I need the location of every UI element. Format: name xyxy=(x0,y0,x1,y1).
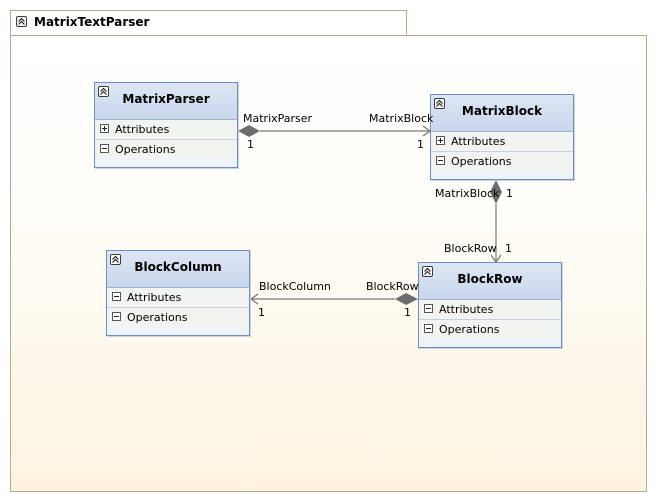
class-matrix-parser[interactable]: MatrixParser Attributes Operations xyxy=(94,82,238,168)
class-block-row[interactable]: BlockRow Attributes Operations xyxy=(418,262,562,348)
collapse-minus-icon[interactable] xyxy=(424,304,433,313)
multiplicity-label: 1 xyxy=(247,138,254,151)
role-label-block-row: BlockRow xyxy=(444,242,497,255)
section-label: Attributes xyxy=(451,135,506,148)
multiplicity-label: 1 xyxy=(505,242,512,255)
operations-section[interactable]: Operations xyxy=(107,308,249,327)
section-label: Attributes xyxy=(115,123,170,136)
composition-diamond-icon xyxy=(395,293,418,305)
role-label-matrix-parser: MatrixParser xyxy=(243,112,313,125)
operations-section[interactable]: Operations xyxy=(431,152,573,171)
collapse-icon[interactable] xyxy=(422,266,433,277)
collapse-icon[interactable] xyxy=(98,86,109,97)
operations-section[interactable]: Operations xyxy=(95,140,237,159)
class-header: BlockColumn xyxy=(107,251,249,288)
composition-diamond-icon xyxy=(490,180,502,204)
arrow-head-icon xyxy=(249,293,259,305)
multiplicity-label: 1 xyxy=(258,306,265,319)
package-collapse-icon[interactable] xyxy=(16,16,27,27)
section-label: Operations xyxy=(439,323,500,336)
attributes-section[interactable]: Attributes xyxy=(431,132,573,152)
multiplicity-label: 1 xyxy=(417,138,424,151)
class-block-column[interactable]: BlockColumn Attributes Operations xyxy=(106,250,250,336)
section-label: Operations xyxy=(115,143,176,156)
class-header: MatrixParser xyxy=(95,83,237,120)
class-name: MatrixBlock xyxy=(461,104,543,118)
class-name: MatrixParser xyxy=(122,92,210,106)
collapse-minus-icon[interactable] xyxy=(100,144,109,153)
operations-section[interactable]: Operations xyxy=(419,320,561,339)
expand-plus-icon[interactable] xyxy=(436,136,445,145)
collapse-minus-icon[interactable] xyxy=(112,312,121,321)
multiplicity-label: 1 xyxy=(506,187,513,200)
attributes-section[interactable]: Attributes xyxy=(95,120,237,140)
class-header: MatrixBlock xyxy=(431,95,573,132)
composition-diamond-icon xyxy=(238,125,260,137)
expand-plus-icon[interactable] xyxy=(100,124,109,133)
section-label: Operations xyxy=(451,155,512,168)
role-label-matrix-block: MatrixBlock xyxy=(369,112,434,125)
class-header: BlockRow xyxy=(419,263,561,300)
class-name: BlockRow xyxy=(457,272,523,286)
attributes-section[interactable]: Attributes xyxy=(107,288,249,308)
section-label: Operations xyxy=(127,311,188,324)
class-name: BlockColumn xyxy=(134,260,222,274)
collapse-minus-icon[interactable] xyxy=(436,156,445,165)
role-label-matrix-block: MatrixBlock xyxy=(435,187,500,200)
collapse-icon[interactable] xyxy=(110,254,121,265)
package-title: MatrixTextParser xyxy=(34,15,150,29)
collapse-minus-icon[interactable] xyxy=(112,292,121,301)
role-label-block-row: BlockRow xyxy=(366,280,419,293)
collapse-minus-icon[interactable] xyxy=(424,324,433,333)
section-label: Attributes xyxy=(127,291,182,304)
package-tab xyxy=(10,10,407,36)
class-matrix-block[interactable]: MatrixBlock Attributes Operations xyxy=(430,94,574,180)
section-label: Attributes xyxy=(439,303,494,316)
role-label-block-column: BlockColumn xyxy=(259,280,331,293)
multiplicity-label: 1 xyxy=(404,306,411,319)
attributes-section[interactable]: Attributes xyxy=(419,300,561,320)
collapse-icon[interactable] xyxy=(434,98,445,109)
